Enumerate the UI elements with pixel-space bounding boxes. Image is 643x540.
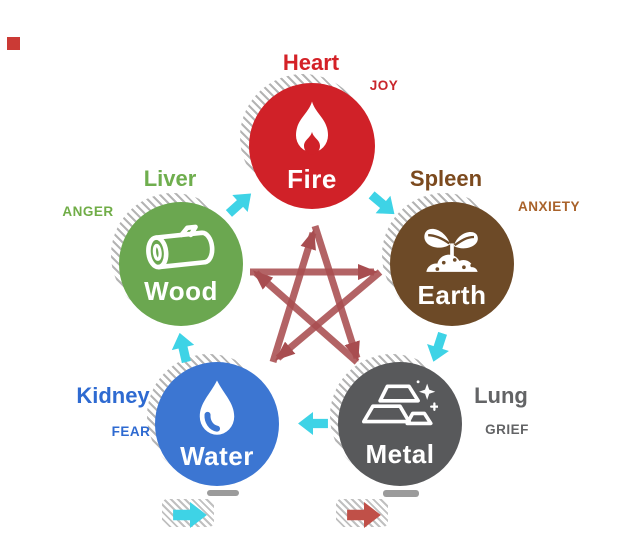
generating-arrow-fire-to-earth <box>368 191 395 215</box>
organ-label-spleen: Spleen <box>409 166 483 191</box>
arrow-metal-to-wood <box>252 270 360 365</box>
organ-label-heart: Heart <box>282 50 340 75</box>
generating-arrow-metal-to-water <box>298 412 328 435</box>
legend-text-fragment-left <box>207 490 239 496</box>
arrow-fire-to-metal <box>311 224 361 362</box>
emotion-label-anger: ANGER <box>62 204 114 219</box>
emotion-label-anxiety: ANXIETY <box>517 199 581 214</box>
element-label-earth: Earth <box>417 279 487 310</box>
generating-arrow-wood-to-fire <box>225 193 252 217</box>
sprout-icon <box>424 228 478 272</box>
element-label-fire: Fire <box>287 163 337 194</box>
droplet-icon <box>199 379 235 435</box>
red-square-mark <box>7 37 20 50</box>
element-circle-earth: Earth <box>390 202 514 326</box>
organ-label-liver: Liver <box>143 166 197 191</box>
arrow-earth-to-water <box>274 269 383 361</box>
element-label-wood: Wood <box>144 275 218 306</box>
element-label-water: Water <box>180 440 254 471</box>
flame-icon <box>296 101 328 154</box>
legend-generating-arrow <box>173 502 207 528</box>
generating-arrow-water-to-wood <box>171 332 195 364</box>
element-label-metal: Metal <box>365 438 435 469</box>
ingots-icon <box>362 379 438 425</box>
arrow-water-to-fire <box>269 229 317 364</box>
legend-controlling-arrow <box>347 502 381 528</box>
legend-text-fragment-right <box>383 490 419 497</box>
organ-label-lung: Lung <box>474 383 528 408</box>
emotion-label-grief: GRIEF <box>485 422 529 437</box>
emotion-label-joy: JOY <box>369 78 399 93</box>
element-circle-fire: Fire <box>249 83 375 209</box>
log-icon <box>146 224 215 269</box>
element-circle-wood: Wood <box>119 202 243 326</box>
element-circle-water: Water <box>155 362 279 486</box>
element-circle-metal: Metal <box>338 362 462 486</box>
emotion-label-fear: FEAR <box>111 424 151 439</box>
generating-arrow-earth-to-metal <box>427 331 449 362</box>
organ-label-kidney: Kidney <box>76 383 150 408</box>
